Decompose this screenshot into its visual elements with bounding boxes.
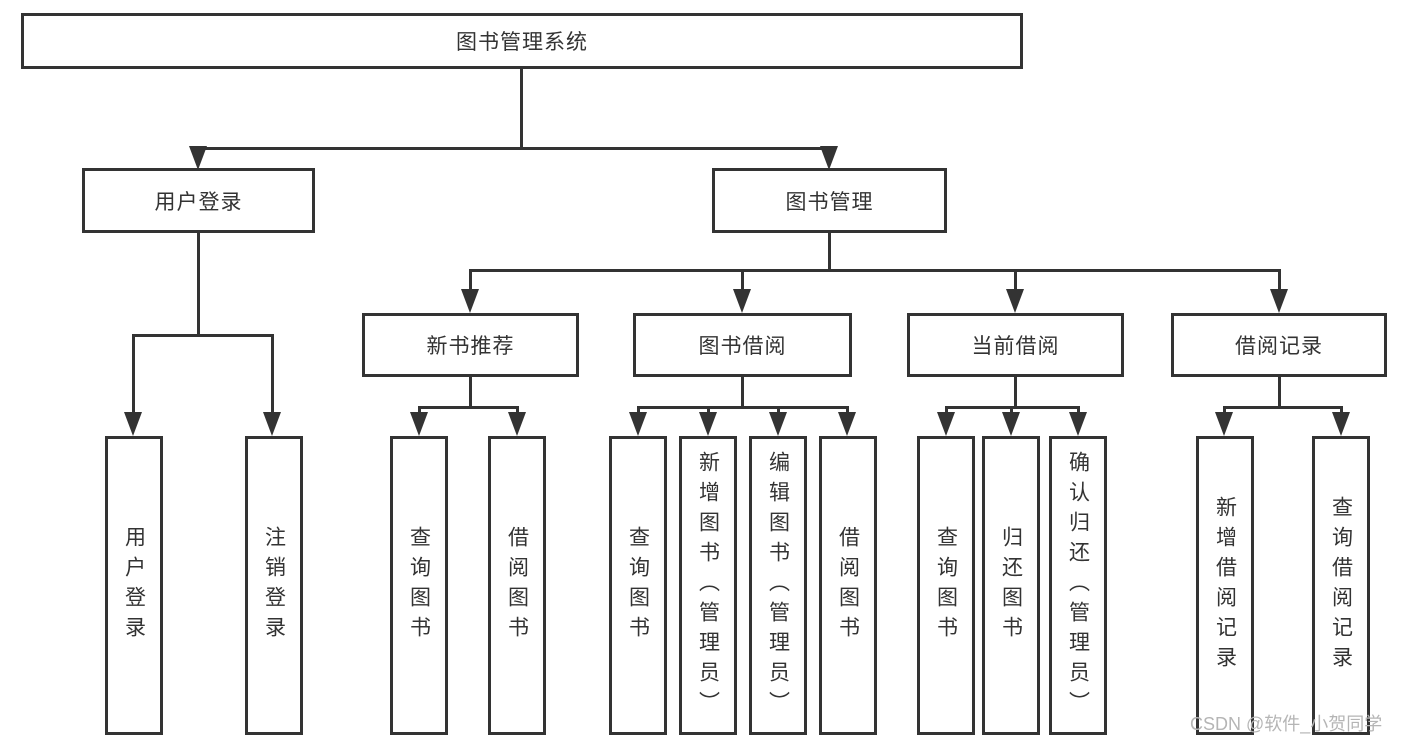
arrowhead-down xyxy=(1215,412,1233,436)
connector-line xyxy=(1340,406,1343,416)
connector-line xyxy=(469,269,472,291)
leaf-query-books-current-label: 查询图书 xyxy=(934,525,958,646)
leaf-borrow-books-label: 借阅图书 xyxy=(836,525,860,646)
connector-line xyxy=(637,406,849,409)
leaf-edit-book-admin-label: 编辑图书（管理员） xyxy=(766,450,790,721)
leaf-add-borrow-record: 新增借阅记录 xyxy=(1196,436,1254,735)
leaf-logout: 注销登录 xyxy=(245,436,303,735)
node-user-login: 用户登录 xyxy=(82,168,315,233)
connector-line xyxy=(271,334,274,414)
arrowhead-down xyxy=(1332,412,1350,436)
connector-line xyxy=(846,406,849,416)
leaf-query-borrow-record-label: 查询借阅记录 xyxy=(1329,495,1353,676)
leaf-borrow-books: 借阅图书 xyxy=(819,436,877,735)
leaf-return-book: 归还图书 xyxy=(982,436,1040,735)
node-book-management-label: 图书管理 xyxy=(785,190,874,214)
node-book-borrow-label: 图书借阅 xyxy=(698,335,787,358)
connector-line xyxy=(1014,377,1017,408)
connector-line xyxy=(707,406,710,416)
connector-line xyxy=(469,269,1281,272)
leaf-query-books-borrow: 查询图书 xyxy=(609,436,667,735)
arrowhead-down xyxy=(1069,412,1087,436)
connector-line xyxy=(1010,406,1013,416)
connector-line xyxy=(469,377,472,408)
connector-line xyxy=(1278,269,1281,291)
connector-line xyxy=(1077,406,1080,416)
arrowhead-down xyxy=(1006,289,1024,313)
leaf-add-book-admin-label: 新增图书（管理员） xyxy=(696,450,720,721)
node-book-management: 图书管理 xyxy=(712,168,947,233)
node-borrow-records-label: 借阅记录 xyxy=(1235,335,1323,358)
node-root-label: 图书管理系统 xyxy=(456,31,588,54)
arrowhead-down xyxy=(410,412,428,436)
connector-line xyxy=(418,406,421,416)
arrowhead-down xyxy=(629,412,647,436)
node-user-login-label: 用户登录 xyxy=(154,190,243,214)
connector-line xyxy=(197,147,832,150)
connector-line xyxy=(741,269,744,291)
connector-line xyxy=(516,406,519,416)
connector-line xyxy=(1278,377,1281,408)
connector-line xyxy=(1014,269,1017,291)
arrowhead-down xyxy=(1270,289,1288,313)
leaf-borrow-books-recommend-label: 借阅图书 xyxy=(505,525,529,646)
connector-line xyxy=(828,233,831,271)
connector-line xyxy=(197,233,200,336)
arrowhead-down xyxy=(820,146,838,170)
leaf-confirm-return-admin: 确认归还（管理员） xyxy=(1049,436,1107,735)
node-root: 图书管理系统 xyxy=(21,13,1023,69)
connector-line xyxy=(1223,406,1343,409)
leaf-borrow-books-recommend: 借阅图书 xyxy=(488,436,546,735)
connector-line xyxy=(741,377,744,408)
connector-line xyxy=(945,406,948,416)
arrowhead-down xyxy=(124,412,142,436)
connector-line xyxy=(777,406,780,416)
leaf-query-books-recommend-label: 查询图书 xyxy=(407,525,431,646)
leaf-query-books-borrow-label: 查询图书 xyxy=(626,525,650,646)
arrowhead-down xyxy=(508,412,526,436)
leaf-query-books-current: 查询图书 xyxy=(917,436,975,735)
leaf-user-login: 用户登录 xyxy=(105,436,163,735)
arrowhead-down xyxy=(461,289,479,313)
arrowhead-down xyxy=(769,412,787,436)
leaf-query-books-recommend: 查询图书 xyxy=(390,436,448,735)
arrowhead-down xyxy=(263,412,281,436)
arrowhead-down xyxy=(838,412,856,436)
arrowhead-down xyxy=(733,289,751,313)
arrowhead-down xyxy=(937,412,955,436)
leaf-confirm-return-admin-label: 确认归还（管理员） xyxy=(1066,450,1090,721)
node-new-book-recommend-label: 新书推荐 xyxy=(426,335,515,358)
node-current-borrow-label: 当前借阅 xyxy=(971,335,1060,358)
leaf-query-borrow-record: 查询借阅记录 xyxy=(1312,436,1370,735)
leaf-return-book-label: 归还图书 xyxy=(999,525,1023,646)
connector-line xyxy=(418,406,519,409)
arrowhead-down xyxy=(699,412,717,436)
connector-line xyxy=(637,406,640,416)
leaf-user-login-label: 用户登录 xyxy=(122,525,146,646)
arrowhead-down xyxy=(189,146,207,170)
watermark: CSDN @软件_小贺同学 xyxy=(1190,714,1383,734)
connector-line xyxy=(132,334,135,414)
leaf-logout-label: 注销登录 xyxy=(262,525,286,646)
leaf-add-book-admin: 新增图书（管理员） xyxy=(679,436,737,735)
node-new-book-recommend: 新书推荐 xyxy=(362,313,579,377)
node-book-borrow: 图书借阅 xyxy=(633,313,852,377)
leaf-edit-book-admin: 编辑图书（管理员） xyxy=(749,436,807,735)
arrowhead-down xyxy=(1002,412,1020,436)
node-borrow-records: 借阅记录 xyxy=(1171,313,1387,377)
leaf-add-borrow-record-label: 新增借阅记录 xyxy=(1213,495,1237,676)
connector-line xyxy=(1223,406,1226,416)
node-current-borrow: 当前借阅 xyxy=(907,313,1124,377)
connector-line xyxy=(520,69,523,150)
connector-line xyxy=(132,334,274,337)
